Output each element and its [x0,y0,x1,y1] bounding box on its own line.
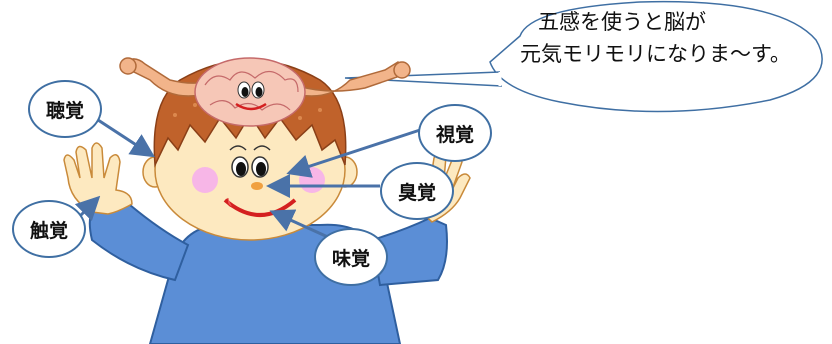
label-smell: 臭覚 [380,162,454,220]
arrow-sight [286,128,421,178]
label-sight: 視覚 [418,104,492,162]
label-touch: 触覚 [12,200,86,258]
brain [119,57,411,127]
arrow-taste [269,209,331,240]
label-taste: 味覚 [314,228,388,286]
label-hearing: 聴覚 [28,80,102,138]
left-hand [63,142,133,215]
speech-bubble [344,0,823,113]
arrows [74,116,421,240]
speech-bubble-line-1: 五感を使うと脳が [538,10,706,34]
speech-bubble-line-2: 元気モリモリになりま〜す。 [520,42,791,66]
arrow-hearing [94,116,156,158]
